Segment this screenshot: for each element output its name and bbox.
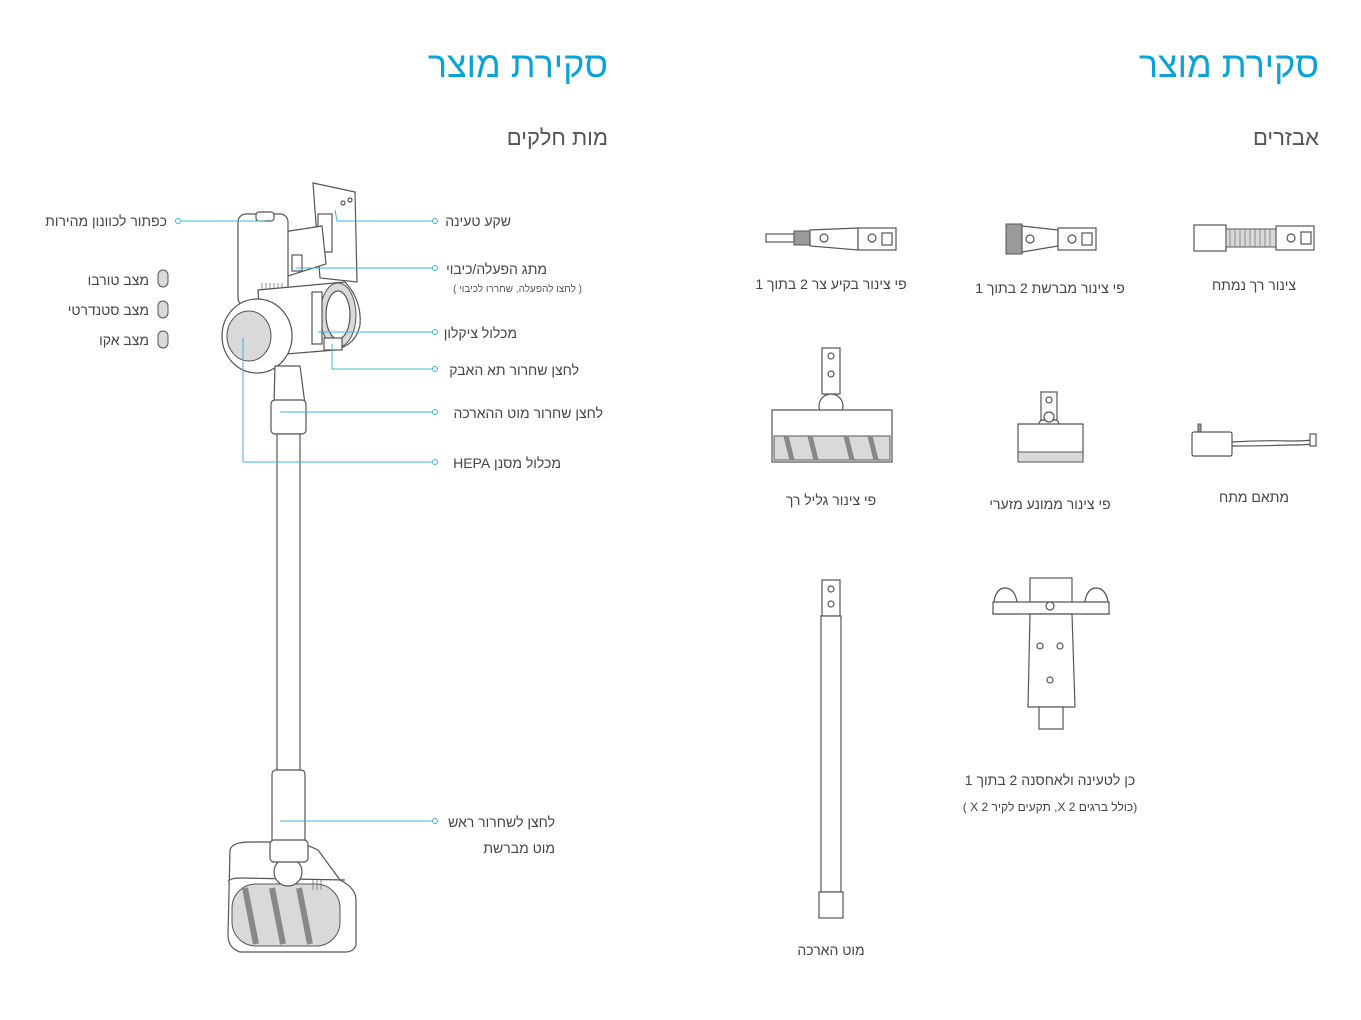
caption-soft-roller-nozzle: פי צינור גליל רך	[785, 492, 877, 508]
label-extension-release: לחצן שחרור מוט ההארכה	[453, 405, 603, 421]
leader-lines	[175, 209, 438, 824]
label-cyclone: מכלול ציקלון	[443, 325, 517, 341]
caption-crevice-nozzle: פי צינור בקיע צר 2 בתוך 1	[755, 276, 907, 292]
label-speed-button: כפתור לכוונון מהירות	[45, 213, 167, 229]
mini-motor-nozzle-illustration	[1017, 391, 1084, 463]
caption-extension-tube: מוט הארכה	[797, 942, 865, 958]
brush-nozzle-illustration	[1005, 223, 1097, 255]
page-title-left: סקירת מוצר	[427, 44, 608, 85]
label-head-release-2: מוט מברשת	[483, 840, 555, 856]
caption-charging-stand-note: (כולל ברגים X 2, תקעים לקיר X 2 )	[962, 800, 1138, 814]
crevice-nozzle-illustration	[765, 227, 897, 251]
accessories-subtitle: אבזרים	[1252, 125, 1319, 150]
flex-hose-illustration	[1193, 224, 1315, 252]
label-dust-bin-release: לחצן שחרור תא האבק	[449, 362, 579, 378]
mode-indicator-icons	[157, 269, 169, 349]
label-head-release: לחצן לשחרור ראש	[448, 814, 555, 830]
power-adapter-illustration	[1191, 423, 1317, 457]
label-power-switch-note: ( לחצו להפעלה, שחררו לכיבוי )	[453, 284, 582, 295]
parts-subtitle: מות חלקים	[506, 125, 608, 150]
charging-stand-illustration	[992, 577, 1110, 730]
label-power-switch: מתג הפעלה/כיבוי	[446, 261, 547, 277]
caption-flex-hose: צינור רך נמתח	[1211, 277, 1297, 293]
extension-tube-illustration	[818, 579, 844, 919]
caption-charging-stand: כן לטעינה ולאחסנה 2 בתוך 1	[964, 772, 1136, 788]
label-standard-mode: מצב סטנדרטי	[67, 302, 149, 318]
caption-mini-motor-nozzle: פי צינור ממונע מזערי	[989, 496, 1111, 512]
label-turbo-mode: מצב טורבו	[87, 272, 149, 288]
soft-roller-nozzle-illustration	[771, 347, 893, 463]
label-charging-port: שקע טעינה	[445, 213, 511, 229]
vacuum-cleaner-illustration	[221, 182, 361, 953]
label-hepa: מכלול מסנן HEPA	[453, 455, 561, 471]
page-title-right: סקירת מוצר	[1138, 44, 1319, 85]
label-eco-mode: מצב אקו	[99, 332, 149, 348]
caption-power-adapter: מתאם מתח	[1219, 489, 1289, 505]
caption-brush-nozzle: פי צינור מברשת 2 בתוך 1	[975, 280, 1125, 296]
